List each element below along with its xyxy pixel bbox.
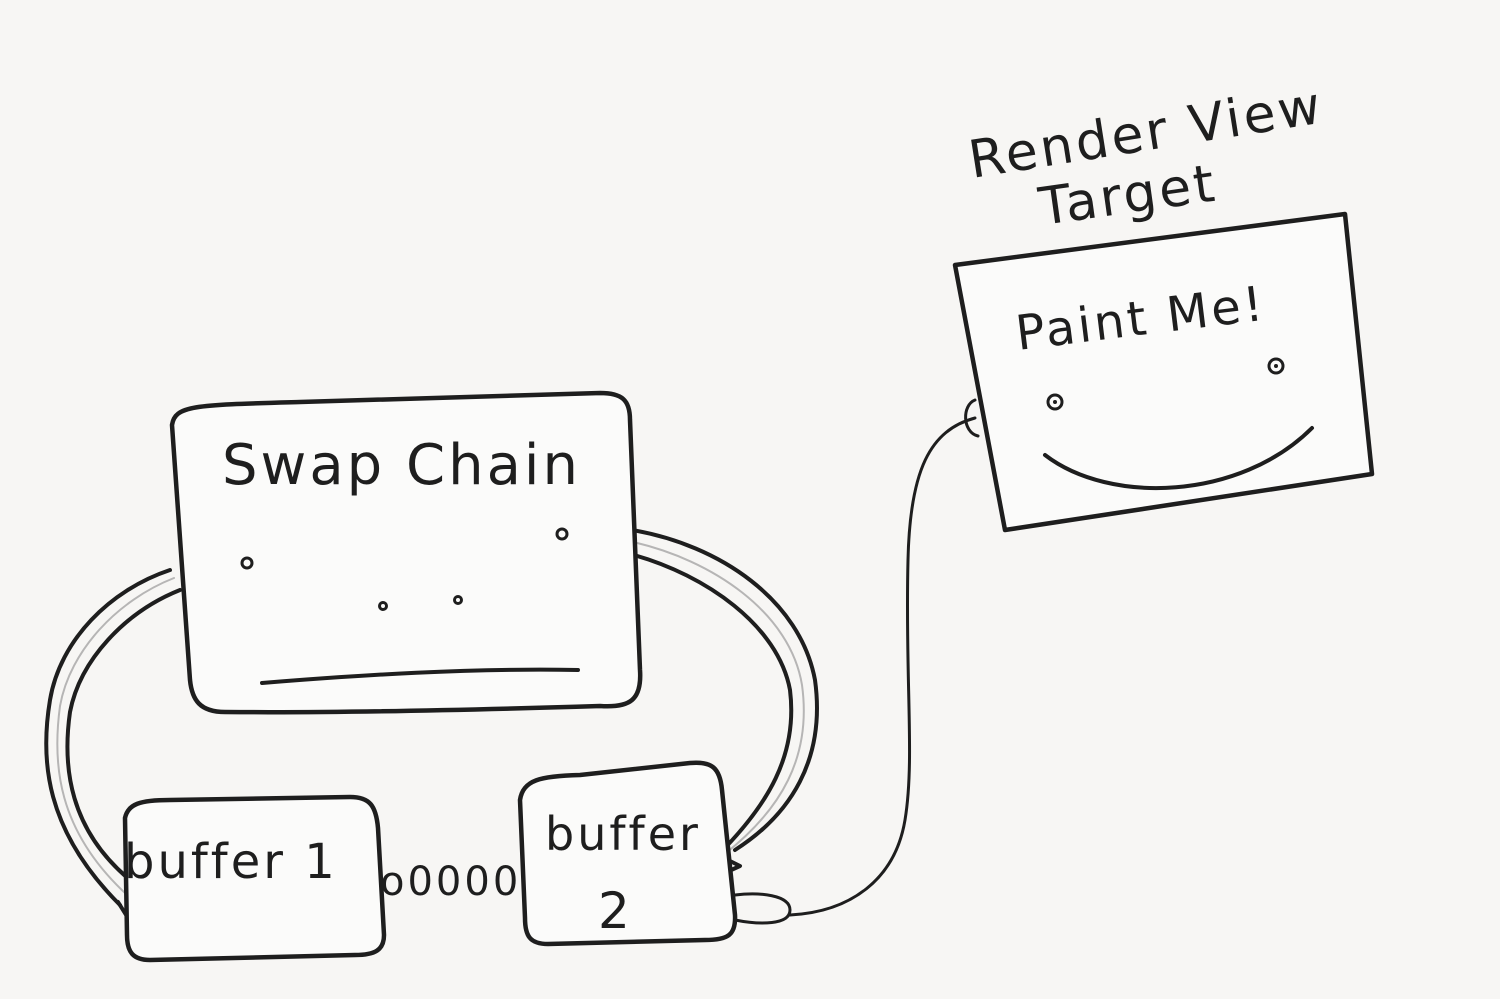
swap-chain-left-arm (44, 568, 182, 920)
buffer-2-node: buffer 2 (517, 760, 738, 947)
render-target-left-pupil (1053, 400, 1057, 404)
chain-link: o0000 (380, 859, 521, 905)
render-target-node: Paint Me! (952, 211, 1375, 533)
swap-chain-nostril-right (453, 595, 463, 605)
swap-chain-node: Swap Chain (169, 390, 643, 715)
swap-chain-left-eye (240, 556, 254, 570)
swap-chain-right-arm (630, 528, 819, 878)
swap-chain-nostril-left (378, 601, 388, 611)
render-target-right-eye (1267, 357, 1285, 375)
swap-chain-label: Swap Chain (222, 433, 581, 498)
buffer-1-node: buffer 1 (122, 794, 387, 963)
render-target-cable (733, 398, 980, 925)
buffer-2-label-line1: buffer (545, 807, 701, 861)
render-target-left-eye (1046, 393, 1064, 411)
render-target-smile (1043, 426, 1314, 491)
swap-chain-right-eye (555, 527, 569, 541)
buffer-1-label: buffer 1 (124, 834, 338, 890)
buffer-2-label-line2: 2 (598, 882, 633, 940)
render-target-right-pupil (1274, 364, 1278, 368)
swap-chain-mouth (260, 667, 580, 685)
